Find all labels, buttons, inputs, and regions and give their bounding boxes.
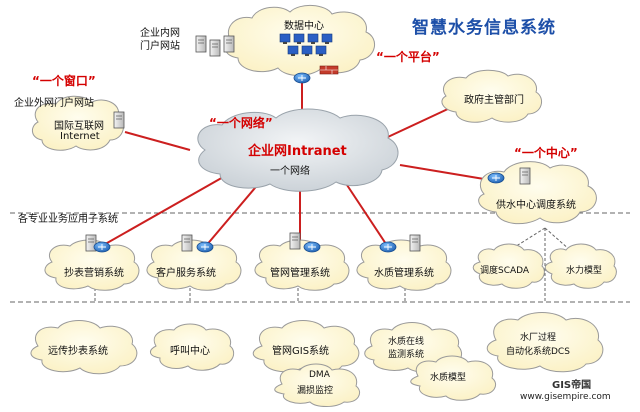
- remote-meter-label: 远传抄表系统: [48, 346, 108, 357]
- workstation-icon: [279, 33, 291, 44]
- dispatch-cloud: [478, 161, 597, 225]
- workstation-icon: [301, 45, 313, 56]
- meter-label: 抄表营销系统: [64, 268, 124, 279]
- server-icon: [409, 234, 421, 252]
- wq-model-cloud: [410, 355, 496, 401]
- router-icon: [93, 241, 111, 253]
- subsystems-label: 各专业业务应用子系统: [18, 214, 118, 225]
- meter-cloud: [44, 239, 140, 291]
- call-center-cloud: [150, 323, 235, 371]
- link-quality: [344, 181, 389, 248]
- customer-cloud: [146, 239, 242, 291]
- workstation-icon: [321, 33, 333, 44]
- wq-model-label: 水质模型: [430, 373, 467, 383]
- server-icon: [85, 234, 97, 252]
- internet-label: 国际互联网: [54, 121, 104, 132]
- app-clouds: [44, 239, 617, 291]
- workstation-icon: [293, 33, 305, 44]
- dashed-link: [509, 227, 571, 251]
- gov-cloud: [441, 69, 543, 123]
- icons-layer: [85, 33, 531, 253]
- server-icon: [113, 111, 125, 129]
- workstation-icon: [307, 33, 319, 44]
- remote-meter-cloud: [30, 320, 138, 375]
- intranet-sub-label: 一个网络: [270, 166, 310, 177]
- dma-label: DMA: [309, 370, 330, 380]
- internet-label-2: Internet: [60, 131, 100, 142]
- slogan-center: “一个中心”: [514, 146, 578, 160]
- server-icon: [519, 167, 531, 185]
- slogan-window: “一个窗口”: [32, 74, 96, 88]
- pipe-label: 管网管理系统: [270, 268, 330, 279]
- gis-label: 管网GIS系统: [272, 346, 330, 357]
- plant-cloud: [486, 312, 604, 373]
- slogan-network: “一个网络”: [209, 116, 273, 130]
- quality-label: 水质管理系统: [374, 268, 434, 279]
- dma-label-2: 漏损监控: [297, 386, 334, 396]
- scada-cloud: [472, 243, 545, 289]
- workstation-icon: [315, 45, 327, 56]
- link-internet: [124, 131, 191, 151]
- dashed-link: [94, 288, 406, 302]
- data-center-label: 数据中心: [284, 21, 324, 32]
- dma-cloud: [274, 363, 360, 407]
- router-icon: [293, 72, 311, 84]
- server-icon: [223, 35, 235, 53]
- server-icon: [195, 35, 207, 53]
- router-icon: [379, 241, 397, 253]
- router-icon: [303, 241, 321, 253]
- online-label-2: 监测系统: [388, 350, 425, 360]
- intranet-portal-label-2: 门户网站: [140, 41, 180, 52]
- slogan-platform: “一个平台”: [376, 50, 440, 64]
- dispatch-label: 供水中心调度系统: [496, 200, 576, 211]
- intranet-portal-label: 企业内网: [140, 28, 180, 39]
- hydraulic-label: 水力模型: [566, 266, 603, 276]
- intranet-label: 企业网Intranet: [248, 144, 347, 159]
- online-label: 水质在线: [388, 337, 425, 347]
- scada-label: 调度SCADA: [480, 266, 530, 276]
- gov-label: 政府主管部门: [464, 95, 524, 106]
- extranet-portal-label: 企业外网门户网站: [14, 98, 94, 109]
- workstation-icon: [287, 45, 299, 56]
- firewall-icon: [319, 65, 339, 75]
- gis-cloud: [252, 320, 360, 375]
- internet-cloud: [32, 95, 125, 151]
- call-center-label: 呼叫中心: [170, 346, 210, 357]
- server-icon: [289, 232, 301, 250]
- plant-label: 水厂过程: [520, 333, 557, 343]
- plant-label-2: 自动化系统DCS: [506, 347, 570, 357]
- link-customer: [204, 181, 261, 248]
- server-icon: [181, 234, 193, 252]
- diagram-title: 智慧水务信息系统: [412, 18, 556, 38]
- pipe-cloud: [254, 239, 350, 291]
- watermark-brand: GIS帝国: [552, 380, 592, 391]
- server-icon: [209, 39, 221, 57]
- watermark-url: www.gisempire.com: [520, 392, 611, 402]
- hydraulic-cloud: [544, 243, 617, 289]
- customer-label: 客户服务系统: [156, 268, 216, 279]
- router-icon: [196, 241, 214, 253]
- link-meter: [99, 175, 226, 248]
- bottom-clouds: [30, 312, 604, 407]
- link-dispatch: [399, 164, 491, 181]
- intranet-cloud: [197, 108, 399, 192]
- router-icon: [487, 172, 505, 184]
